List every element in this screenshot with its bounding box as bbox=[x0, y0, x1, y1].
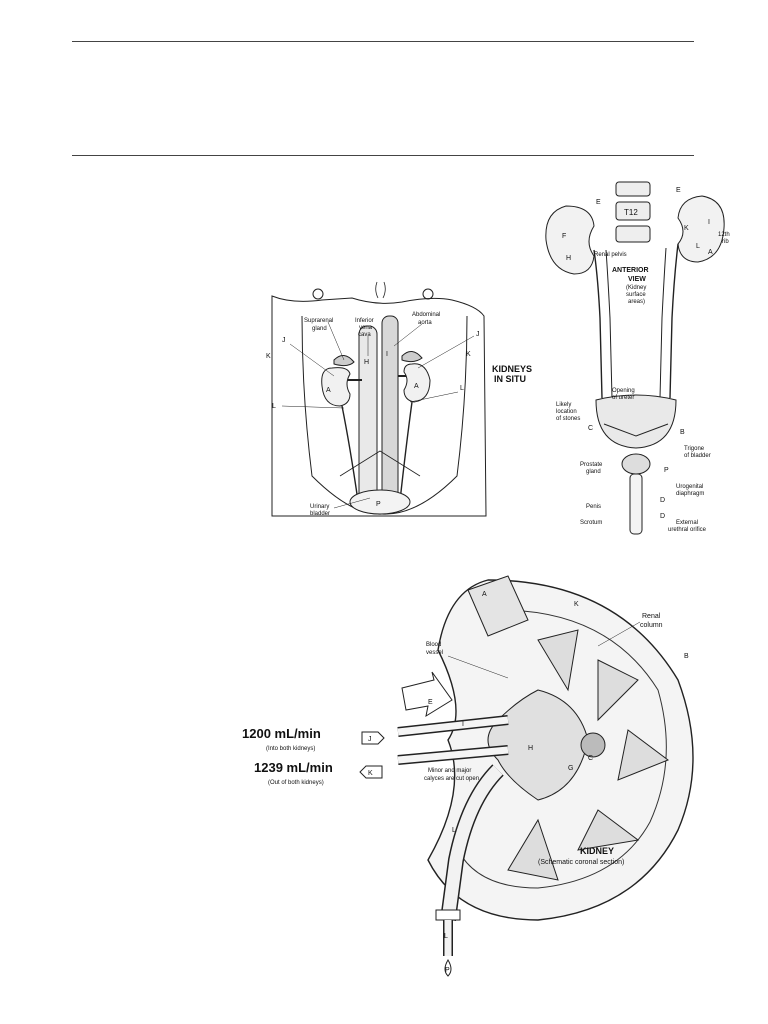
anterior-sub-1: (Kidney bbox=[626, 285, 646, 291]
label-opening-ureter-2: of ureter bbox=[612, 395, 634, 401]
letter-i: I bbox=[386, 351, 388, 358]
label-blood-vessel-2: vessel bbox=[426, 650, 443, 656]
letter-l-left: L bbox=[272, 403, 276, 410]
letter-i: I bbox=[708, 219, 710, 226]
flow-out-note: (Out of both kidneys) bbox=[268, 780, 324, 786]
letter-p: P bbox=[664, 467, 669, 474]
letter-e-right: E bbox=[676, 187, 681, 194]
kidney-title: KIDNEY bbox=[580, 846, 614, 856]
label-renal-column-2: column bbox=[640, 622, 663, 629]
label-ivc-3: cava bbox=[358, 332, 371, 338]
letter-p: P bbox=[376, 501, 381, 508]
label-urogenital-1: Urogenital bbox=[676, 484, 703, 490]
label-external-1: External bbox=[676, 520, 698, 526]
label-bladder-1: Urinary bbox=[310, 504, 329, 510]
label-scrotum: Scrotum bbox=[580, 520, 602, 526]
label-trigone-2: of bladder bbox=[684, 453, 711, 459]
letter-l-right: L bbox=[460, 385, 464, 392]
anterior-sub-2: surface bbox=[626, 292, 646, 298]
flow-in-note: (Into both kidneys) bbox=[266, 746, 315, 752]
label-stones-3: of stones bbox=[556, 416, 580, 422]
letter-e: E bbox=[428, 699, 433, 706]
letter-c: C bbox=[588, 425, 593, 432]
letter-a: A bbox=[708, 249, 713, 256]
letter-b: B bbox=[684, 653, 689, 660]
anterior-title-1: ANTERIOR bbox=[612, 267, 649, 274]
label-12th-rib-2: rib bbox=[722, 239, 729, 245]
flow-out-rate: 1239 mL/min bbox=[254, 760, 333, 775]
letter-k: K bbox=[574, 601, 579, 608]
letter-j: J bbox=[368, 736, 372, 743]
label-stones-2: location bbox=[556, 409, 577, 415]
letter-k-left: K bbox=[266, 353, 271, 360]
letter-k-out: K bbox=[368, 770, 373, 777]
label-suprarenal-gland-2: gland bbox=[312, 326, 327, 332]
label-prostate-2: gland bbox=[586, 469, 601, 475]
arrow-in-icon bbox=[361, 731, 385, 745]
letter-a: A bbox=[482, 591, 487, 598]
letter-c: C bbox=[588, 755, 593, 762]
label-stones-1: Likely bbox=[556, 402, 571, 408]
letter-j-right: J bbox=[476, 331, 480, 338]
anterior-view-diagram: T12 Renal pelvis ANTERIOR VIEW (Kidney s… bbox=[545, 181, 730, 535]
letter-k-right: K bbox=[466, 351, 471, 358]
kidney-subtitle: (Schematic coronal section) bbox=[538, 859, 624, 866]
letter-f: F bbox=[562, 233, 566, 240]
label-penis: Penis bbox=[586, 504, 601, 510]
insitu-title-line2: IN SITU bbox=[494, 374, 526, 384]
label-trigone-1: Trigone bbox=[684, 446, 705, 452]
letter-l: L bbox=[452, 827, 456, 834]
label-aorta-2: aorta bbox=[418, 320, 432, 326]
flow-in-rate: 1200 mL/min bbox=[242, 726, 321, 741]
letter-a-right: A bbox=[414, 383, 419, 390]
letter-h: H bbox=[364, 359, 369, 366]
insitu-title-line1: KIDNEYS bbox=[492, 364, 532, 374]
letter-d-2: D bbox=[660, 513, 665, 520]
label-renal-pelvis: Renal pelvis bbox=[594, 252, 627, 258]
letter-h-left: H bbox=[566, 255, 571, 262]
letter-g: G bbox=[568, 765, 573, 772]
label-aorta-1: Abdominal bbox=[412, 312, 440, 318]
letter-j-left: J bbox=[282, 337, 286, 344]
letter-e-left: E bbox=[596, 199, 601, 206]
letter-k: K bbox=[684, 225, 689, 232]
letter-p: P bbox=[445, 967, 450, 974]
letter-l-lower: L bbox=[444, 933, 448, 940]
anterior-sub-3: areas) bbox=[628, 299, 645, 305]
letter-h: H bbox=[528, 745, 533, 752]
arrow-out-icon bbox=[359, 765, 383, 779]
label-prostate-1: Prostate bbox=[580, 462, 603, 468]
letter-a-left: A bbox=[326, 387, 331, 394]
letter-d-1: D bbox=[660, 497, 665, 504]
label-urogenital-2: diaphragm bbox=[676, 491, 704, 497]
header-bottom-rule bbox=[72, 155, 694, 156]
label-calyces-1: Minor and major bbox=[428, 768, 471, 774]
label-calyces-2: calyces are cut open bbox=[424, 776, 479, 782]
label-bladder-2: bladder bbox=[310, 511, 330, 517]
label-ivc-1: Inferior bbox=[355, 318, 374, 324]
kidney-section-diagram: 1200 mL/min (Into both kidneys) 1239 mL/… bbox=[242, 575, 694, 977]
top-rule bbox=[72, 41, 694, 42]
letter-l: L bbox=[696, 243, 700, 250]
kidneys-in-situ-diagram: Suprarenal gland Inferior vena cava Abdo… bbox=[266, 281, 532, 517]
label-renal-column-1: Renal bbox=[642, 613, 661, 620]
label-t12: T12 bbox=[624, 208, 638, 217]
label-opening-ureter-1: Opening bbox=[612, 388, 635, 394]
label-ivc-2: vena bbox=[359, 325, 373, 331]
label-suprarenal-gland-1: Suprarenal bbox=[304, 318, 333, 324]
label-12th-rib-1: 12th bbox=[718, 232, 730, 238]
anterior-title-2: VIEW bbox=[628, 276, 646, 283]
letter-b: B bbox=[680, 429, 685, 436]
label-external-2: urethral orifice bbox=[668, 527, 707, 533]
letter-i: I bbox=[462, 721, 464, 728]
label-blood-vessel-1: Blood bbox=[426, 642, 441, 648]
